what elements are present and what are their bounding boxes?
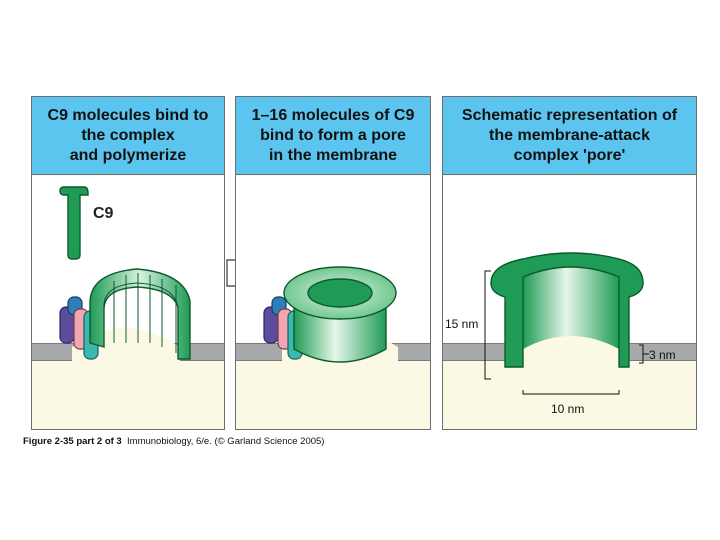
width-bracket: [522, 390, 620, 395]
pore-opening: [307, 278, 373, 308]
c9-label: C9: [93, 205, 114, 222]
pore-interior: [523, 264, 619, 361]
mac-wall: [490, 252, 644, 368]
membrane-thickness-label: 3 nm: [649, 348, 676, 362]
panel-polymerize: C9 molecules bind to the complex and pol…: [31, 96, 225, 430]
panel-1-header: C9 molecules bind to the complex and pol…: [32, 97, 224, 175]
membrane-bracket: [639, 344, 644, 364]
figure-number: Figure 2-35 part 2 of 3: [23, 436, 122, 447]
height-label: 15 nm: [445, 317, 479, 331]
panel-2-header: 1–16 molecules of C9 bind to form a pore…: [236, 97, 430, 175]
width-label: 10 nm: [551, 402, 585, 416]
panel-3-header: Schematic representation of the membrane…: [443, 97, 696, 175]
cell-bump: [523, 336, 619, 363]
panel-schematic: Schematic representation of the membrane…: [442, 96, 697, 430]
panel-3-illustration: [484, 252, 649, 395]
figure-source: Immunobiology, 6/e. (© Garland Science 2…: [127, 436, 325, 447]
panel-2-illustration: [263, 266, 398, 363]
panel-pore-formation: 1–16 molecules of C9 bind to form a pore…: [235, 96, 431, 430]
panel-3-title: Schematic representation of the membrane…: [461, 106, 678, 164]
figure-caption: Figure 2-35 part 2 of 3 Immunobiology, 6…: [23, 436, 324, 447]
panel-1-title: C9 molecules bind to the complex and pol…: [47, 106, 209, 164]
panel-1-illustration: [59, 186, 191, 361]
height-bracket: [484, 270, 491, 380]
c9-partial-ring: [89, 268, 191, 360]
panel-2-title: 1–16 molecules of C9 bind to form a pore…: [251, 106, 415, 164]
c9-molecule: [59, 186, 89, 260]
